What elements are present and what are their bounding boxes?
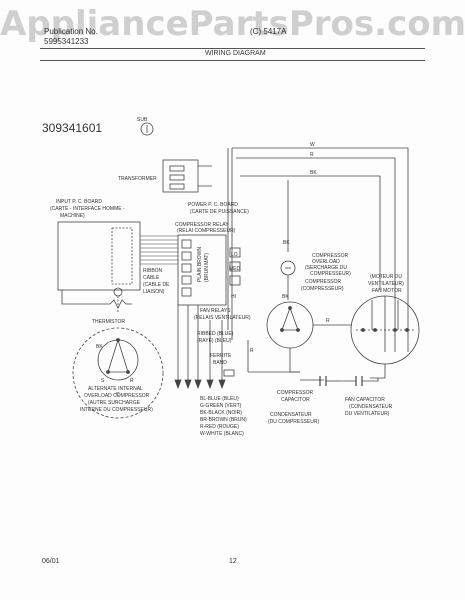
compressor-relay-label: COMPRESSOR RELAY <box>175 222 229 228</box>
plain-brown-label: PLAIN BROWN <box>197 247 203 282</box>
alt-overload-label-fr: (AUTRE SURCHARGE <box>88 400 141 406</box>
transformer-body <box>162 159 199 193</box>
thermistor-label: THERMISTOR <box>92 319 125 325</box>
part-number: 309341601 <box>42 121 102 135</box>
fan-capacitor-label-fr: (CONDENSATEUR <box>349 404 393 410</box>
legend-brown: BR-BROWN (BRUN) <box>200 417 247 423</box>
power-board <box>177 234 227 306</box>
speed-lo: LO <box>231 252 238 258</box>
fan-capacitor <box>355 376 363 386</box>
condensateur-label-2: (DU COMPRESSEUR) <box>268 419 319 425</box>
fan-motor-label-en: FAN MOTOR <box>372 288 402 294</box>
footer-date: 06/01 <box>42 558 60 565</box>
wire-label-r-3: R <box>250 348 254 354</box>
wire-black-top <box>240 175 381 290</box>
publication-number: 5995341233 <box>44 37 89 46</box>
alt-wire-s: S <box>101 378 105 384</box>
alt-wire-bk: BK <box>96 344 103 350</box>
fan-relays-label: FAN RELAYS <box>200 308 231 314</box>
ribbon-label-liaison: LIAISON) <box>143 289 165 295</box>
wire-label-r: R <box>310 152 314 158</box>
legend-green: G-GREEN (VERT) <box>200 403 242 409</box>
ribbed-label-fr: (RAYE) (BLEU) <box>197 338 232 344</box>
ribbon-label-cable: CABLE <box>143 275 160 281</box>
legend-black: BK-BLACK (NOIR) <box>200 410 242 416</box>
wire-red-top <box>236 157 396 352</box>
ribbon-label-cable-de: (CABLE DE <box>143 282 170 288</box>
page-title: WIRING DIAGRAM <box>205 50 266 57</box>
overload-label-fr: (SERCHARGE DU <box>305 265 347 271</box>
fan-capacitor-label: FAN CAPACITOR <box>345 397 385 403</box>
compressor-relay-label-fr: (RELAI COMPRESSEUR) <box>177 228 236 234</box>
publication-label: Publication No. <box>44 27 98 36</box>
wire-label-bk-3: BK <box>282 294 289 300</box>
legend-blue: BL-BLUE (BLEU) <box>200 396 239 402</box>
alt-overload-top <box>113 287 123 297</box>
model-number: (C) 5417A <box>250 27 287 36</box>
watermark: AppliancePartsPros.com <box>0 4 465 44</box>
transformer-label: TRANSFORMER <box>118 176 157 182</box>
compressor-label: COMPRESSOR <box>305 279 342 285</box>
input-board <box>57 221 141 291</box>
alt-wire-c: C <box>116 392 120 398</box>
cord-arrows <box>174 379 226 390</box>
fan-relays-label-fr: (RELAIS VENTILATEUR) <box>194 315 251 321</box>
ribbon-label: RIBBON <box>143 268 163 274</box>
wire-white-top <box>232 147 409 352</box>
header-rule-top <box>40 48 425 49</box>
ribbed-label: RIBBED (BLUE) <box>197 331 234 337</box>
cord-wires <box>177 305 223 384</box>
speed-hi: HI <box>231 294 236 300</box>
alt-overload-label-2: OVERLOAD COMPRESSOR <box>84 393 150 399</box>
alt-overload-circle <box>72 327 164 419</box>
fan-motor-label-fr: VENTILATEUR) <box>368 281 404 287</box>
input-board-label: INPUT P. C. BOARD <box>56 199 102 205</box>
legend-white: W-WHITE (BLANC) <box>200 431 244 437</box>
alt-overload-label: ALTERNATE INTERNAL <box>88 386 143 392</box>
condensateur-label: CONDENSATEUR <box>270 412 312 418</box>
compressor-label-fr: (COMPRESSEUR) <box>301 286 344 292</box>
fan-motor-label: (MOTEUR DU <box>370 274 402 280</box>
fan-capacitor-label-fr-2: DU VENTILATEUR) <box>345 411 390 417</box>
overload-label-2: OVERLOAD <box>312 259 340 265</box>
ferrite-label-band: BAND <box>213 360 227 366</box>
input-board-label-machine: MACHINE) <box>60 213 85 219</box>
compressor-capacitor <box>319 376 327 386</box>
comp-capacitor-label: COMPRESSOR <box>277 390 314 396</box>
wire-label-bk-2: BK <box>283 240 290 246</box>
sub-label: SUB <box>137 117 148 123</box>
wire-label-bk: BK <box>310 170 317 176</box>
comp-capacitor-label-2: CAPACITOR <box>281 397 310 403</box>
alt-wire-r: R <box>130 378 134 384</box>
overload-label-fr-2: COMPRESSEUR) <box>310 271 351 277</box>
plain-brown-label-fr: (BRUN MAT) <box>204 253 210 282</box>
wire-label-w: W <box>310 142 315 148</box>
power-board-label-fr: (CARTE DE PUISSANCE) <box>190 209 249 215</box>
speed-med: MED <box>229 266 241 272</box>
wire-drop-left <box>227 148 233 340</box>
alt-overload-label-fr-2: INTERNE DU COMPRESSEUR) <box>80 407 153 413</box>
alt-overload-compressor <box>97 339 139 381</box>
ferrite-label: FERRITE <box>210 353 232 359</box>
ribbon-cable <box>140 235 178 265</box>
power-board-label: POWER P. C. BOARD <box>188 202 238 208</box>
legend-red: R-RED (ROUGE) <box>200 424 239 430</box>
wire-label-r-2: R <box>326 318 330 324</box>
sub-circle <box>140 122 154 136</box>
footer-page: 12 <box>229 558 237 565</box>
input-board-label-fr: (CARTE - INTERFACE HOMME - <box>50 206 125 212</box>
overload-label: COMPRESSOR <box>312 253 349 259</box>
header-rule-bottom <box>40 60 425 61</box>
